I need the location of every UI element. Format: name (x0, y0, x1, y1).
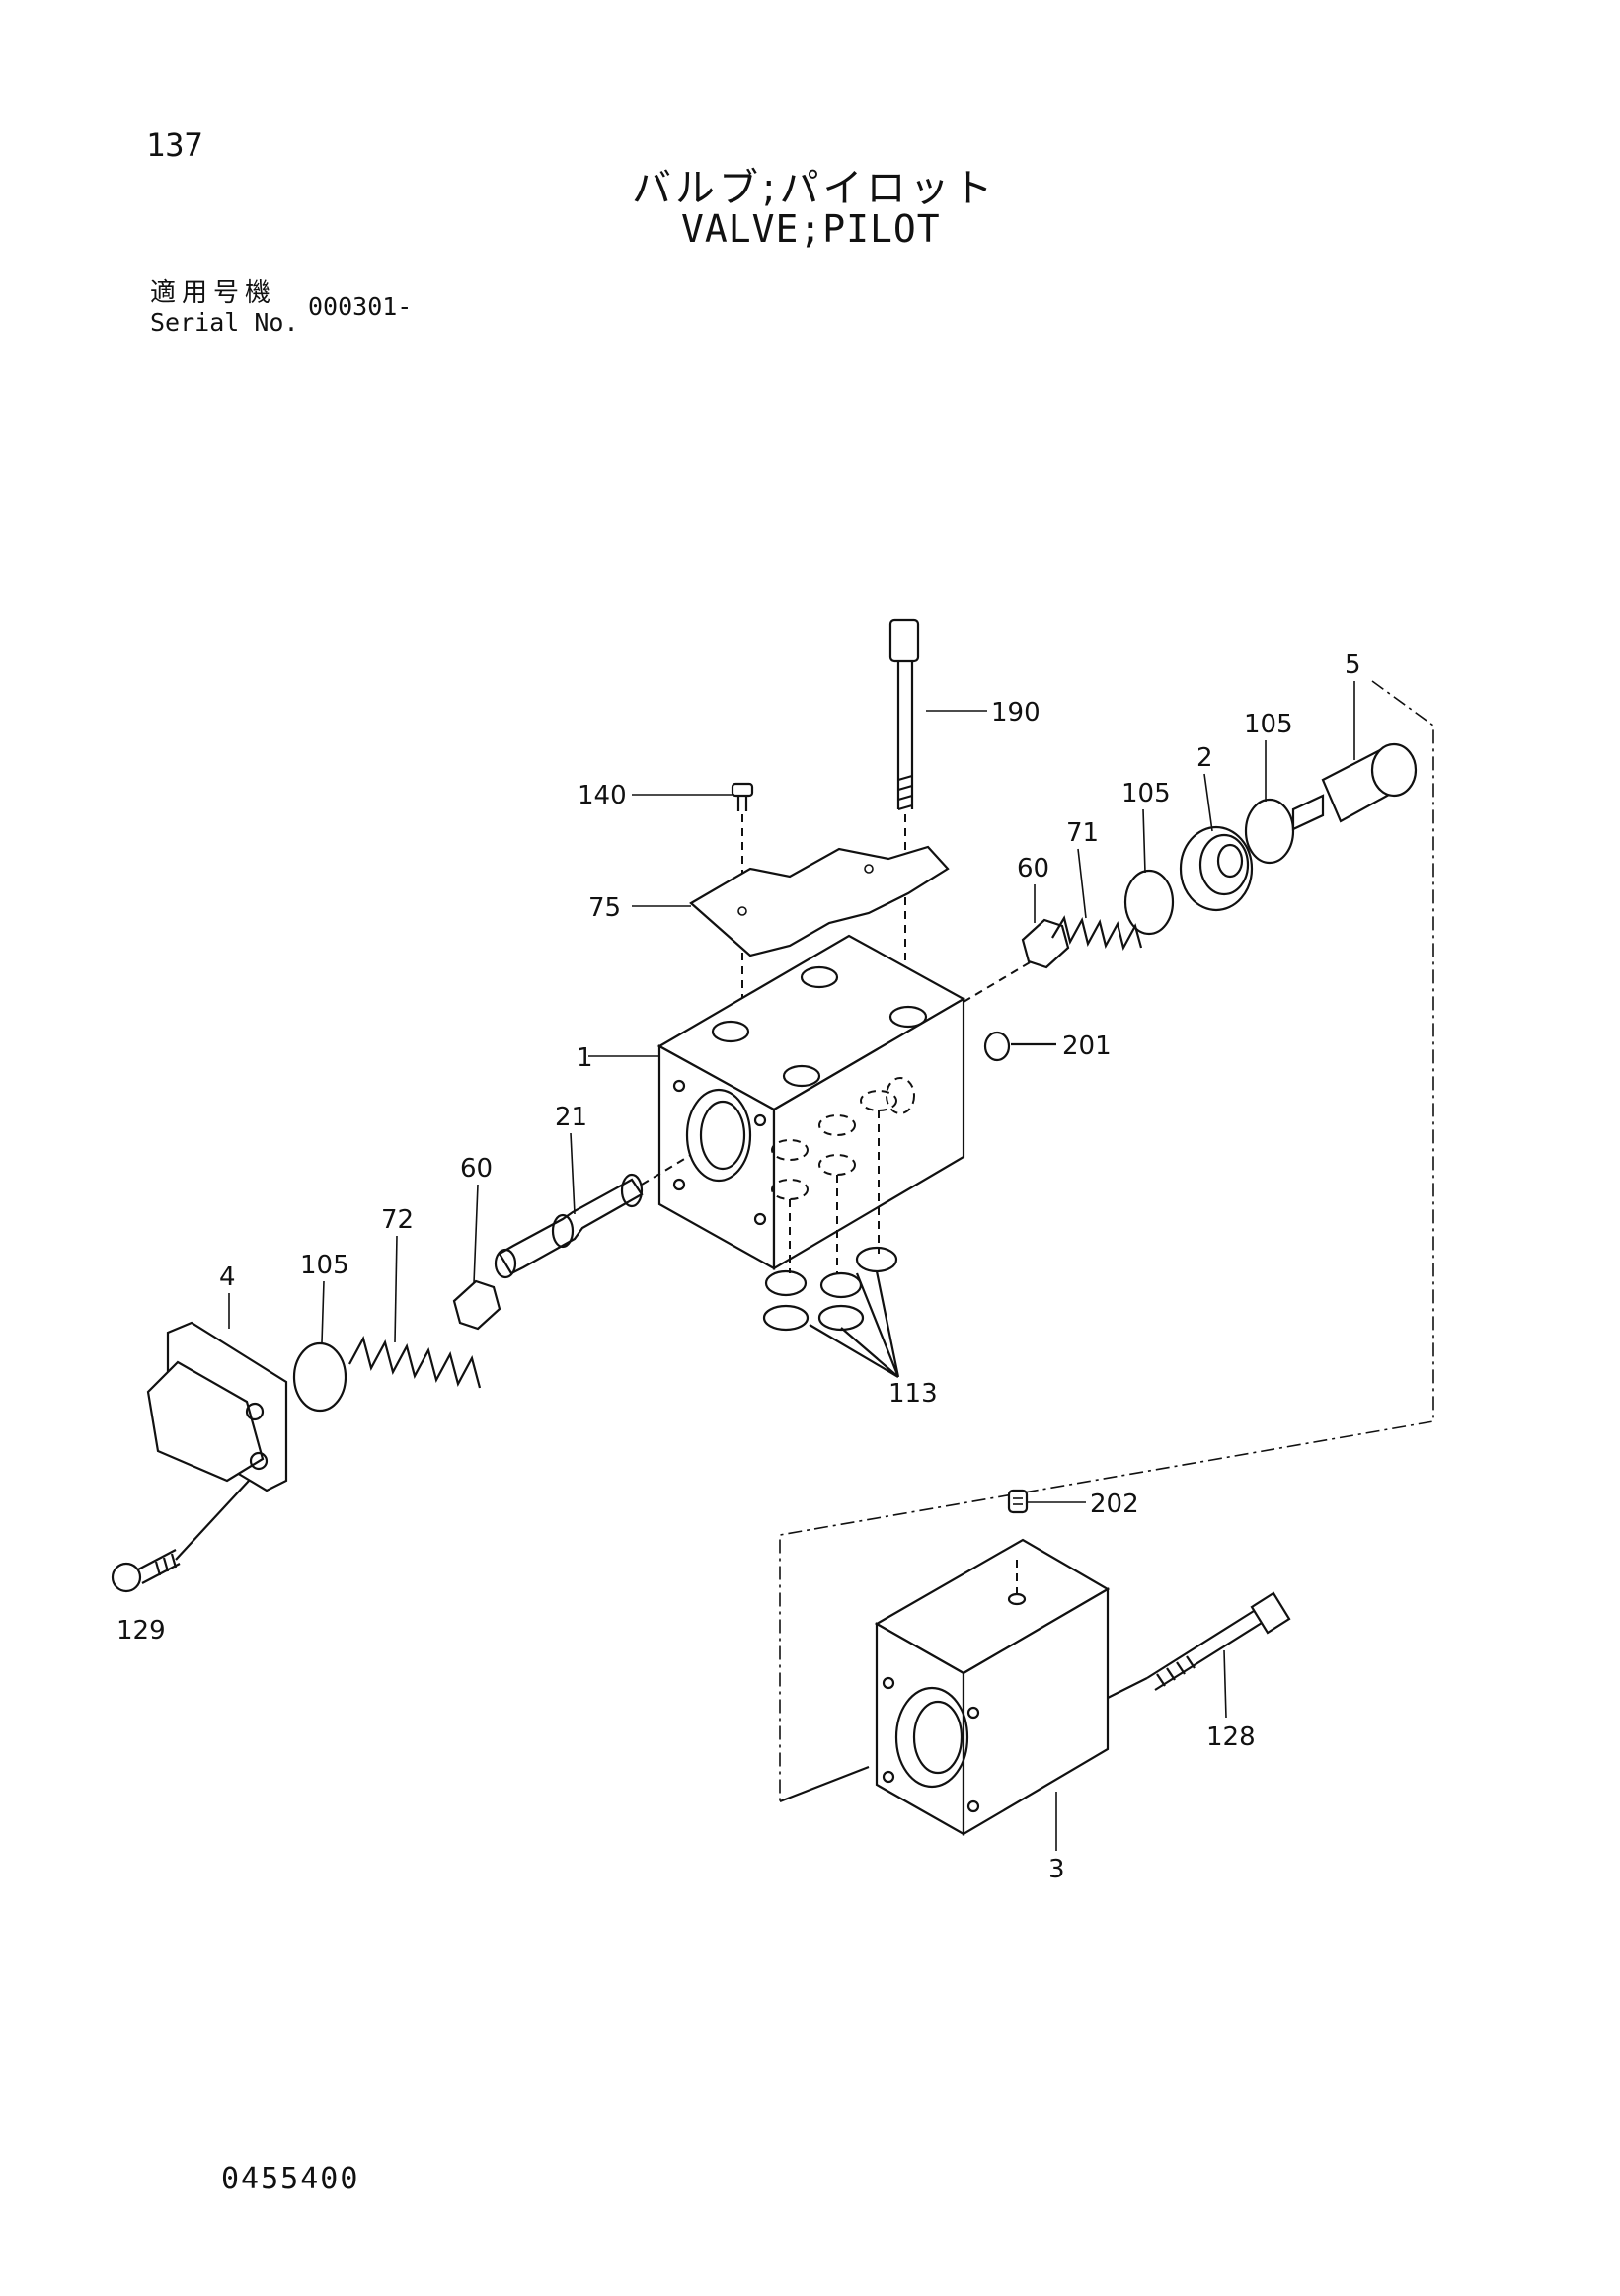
stopper-60-right (1021, 918, 1070, 969)
o-ring-105-left (292, 1341, 347, 1413)
housing-block-3 (779, 1538, 1148, 1836)
serial-number-value: 000301- (308, 292, 413, 321)
bolt-190 (888, 618, 920, 997)
callout-72: 72 (381, 1205, 414, 1235)
spring-72 (348, 1336, 482, 1389)
plug-2 (1179, 825, 1254, 912)
callout-4: 4 (219, 1263, 236, 1292)
callout-60-left: 60 (460, 1154, 493, 1184)
callout-105-right-a: 105 (1121, 779, 1171, 808)
callout-190: 190 (991, 698, 1041, 727)
callout-105-left: 105 (300, 1251, 349, 1280)
callout-202: 202 (1090, 1490, 1139, 1519)
assembly-guide-lines (779, 680, 1434, 1801)
stopper-60-left (452, 1279, 501, 1331)
callout-113: 113 (888, 1379, 938, 1409)
callout-128: 128 (1206, 1722, 1256, 1752)
bolt-129 (111, 1549, 181, 1593)
serial-label-english: Serial No. (150, 308, 299, 337)
callout-2: 2 (1196, 743, 1213, 773)
callout-5: 5 (1345, 651, 1361, 680)
spool-21 (494, 1154, 692, 1279)
cover-4 (146, 1321, 288, 1561)
callout-71: 71 (1066, 818, 1099, 848)
callout-labels: 190 140 75 1 201 60 71 105 2 105 5 21 60… (116, 651, 1361, 1884)
callout-21: 21 (555, 1103, 587, 1132)
callout-3: 3 (1048, 1855, 1065, 1884)
o-rings-113 (762, 1246, 900, 1378)
callout-140: 140 (578, 781, 627, 810)
o-ring-201 (983, 1031, 1056, 1062)
solenoid-5 (1291, 742, 1418, 831)
callout-75: 75 (588, 893, 621, 923)
callout-201: 201 (1062, 1032, 1112, 1061)
leader-lines (228, 681, 1355, 1851)
title-japanese: バルブ;パイロット (632, 166, 997, 211)
cover-plate-75 (689, 845, 950, 957)
valve-body-1 (656, 934, 1047, 1273)
callout-60-right: 60 (1017, 854, 1049, 883)
serial-label-japanese: 適用号機 (150, 278, 277, 308)
callout-1: 1 (577, 1043, 593, 1073)
plug-202 (1007, 1489, 1029, 1514)
title-english: VALVE;PILOT (681, 207, 941, 251)
o-ring-105-right-a (1123, 869, 1175, 936)
page-number: 137 (146, 126, 203, 164)
spring-71 (1051, 915, 1143, 952)
callout-105-right-b: 105 (1244, 710, 1293, 739)
callout-129: 129 (116, 1616, 166, 1645)
document-code: 0455400 (221, 2162, 360, 2196)
bolt-128 (1146, 1591, 1291, 1691)
o-ring-105-right-b (1244, 798, 1295, 865)
